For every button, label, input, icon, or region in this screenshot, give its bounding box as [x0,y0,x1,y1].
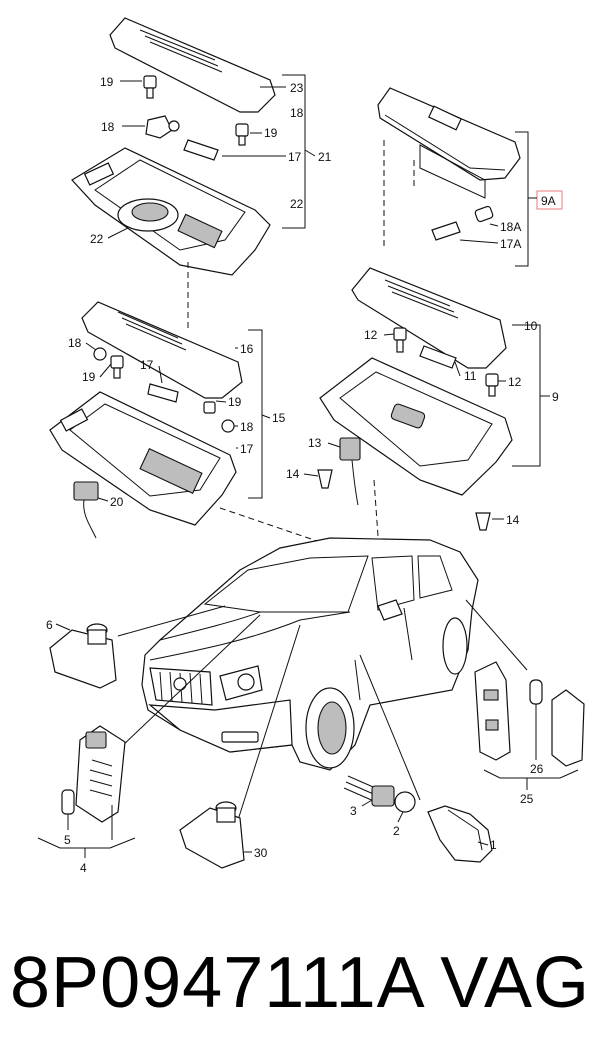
bulb-18-top [145,115,180,139]
bulb-19-mid [110,355,124,379]
festoon-bulb-17-mid [147,383,179,403]
headlight-right [219,665,263,701]
bulb-5 [61,789,75,830]
bulb-19-top [143,75,157,99]
switch-30 [179,801,245,869]
interior-light-assembly-15 [49,301,243,539]
connector-13 [339,437,361,506]
parts-diagram [37,17,585,869]
rear-wheel [442,617,468,675]
switch-block [177,213,223,249]
bracket-25 [474,661,511,761]
clip-14-left [317,469,333,489]
switch-6 [49,623,117,689]
car-body [141,537,479,771]
front-wheel [305,687,355,769]
cover-vent-slots [139,29,223,73]
festoon-bulb-17-top [183,139,219,161]
cover-vent-slots-16 [117,311,187,351]
interior-light-assembly-21 [71,17,276,276]
module-25 [551,689,585,767]
interior-light-assembly-9 [317,267,513,531]
side-mirror [377,599,403,621]
switch-block-15 [139,448,203,494]
cover-part-23 [109,17,276,113]
bulb-18a [474,205,494,223]
clip-14-right [475,512,491,531]
lens-9 [390,403,426,429]
cover-vent-slots-10 [384,279,459,319]
bulb-18-mid-right [221,419,235,433]
side-window-front [371,555,415,611]
housing-9a [377,87,521,181]
bulb-19-mid-right [203,401,216,414]
front-grille [149,667,213,706]
bulb-12-left [393,327,407,353]
festoon-bulb-17a [431,221,461,241]
side-repeater-1 [427,805,493,863]
bulb-holder-3 [343,775,395,807]
cover-part-10 [351,267,507,369]
brand-name: VAG [440,943,590,1023]
bulb-26 [529,679,543,760]
bulb-19-right [235,123,249,146]
bulb-12-right [485,373,499,397]
side-window-rear [417,555,453,599]
lamp-4-grid [89,759,113,797]
cover-part-16 [81,301,243,399]
interior-light-assembly-9a [377,87,521,241]
festoon-bulb-11 [419,345,457,369]
bulb-18-mid [93,347,107,361]
part-number: 8P0947111A [10,943,426,1023]
highlight-box-9a [536,190,563,210]
lamp-4 [75,725,126,823]
part-caption: 8P0947111A VAG [10,928,590,1038]
bulb-2 [394,791,416,813]
connector-20 [73,481,99,539]
